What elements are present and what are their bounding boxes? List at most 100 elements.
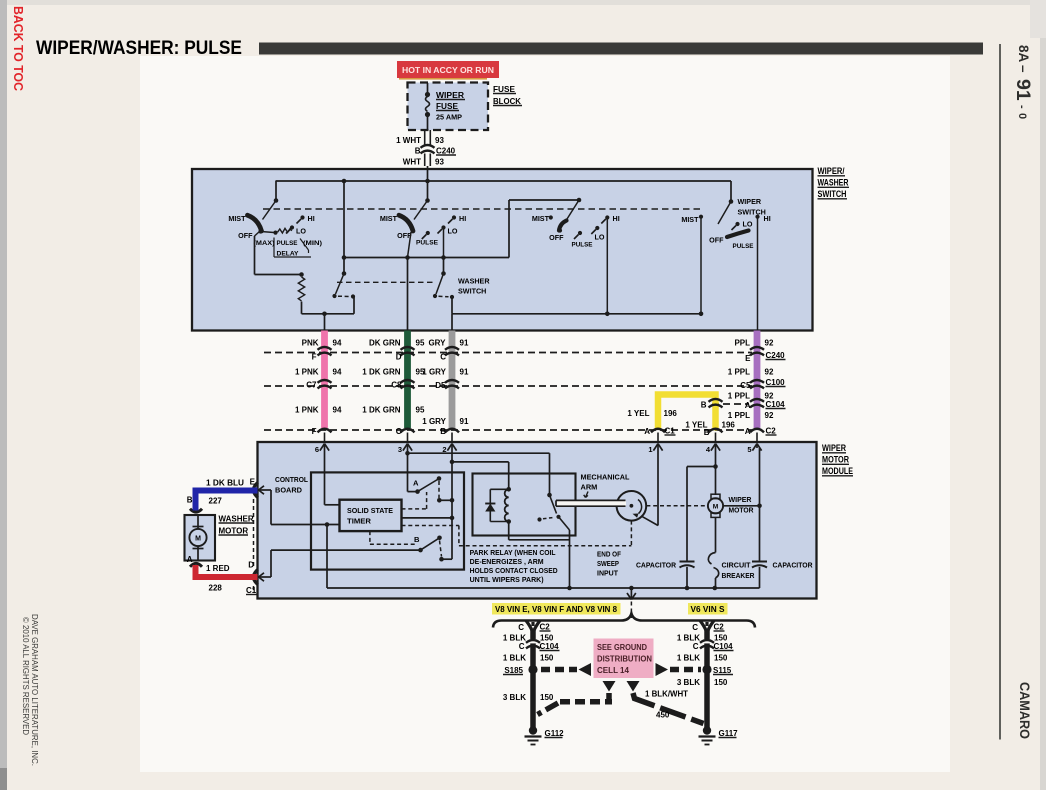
- svg-text:C: C: [693, 642, 699, 651]
- svg-text:3 BLK: 3 BLK: [503, 693, 526, 702]
- svg-text:1 BLK: 1 BLK: [503, 634, 526, 643]
- svg-text:25 AMP: 25 AMP: [436, 115, 462, 122]
- svg-text:8A: 8A: [1016, 45, 1031, 63]
- svg-text:C2: C2: [766, 427, 777, 436]
- svg-text:0: 0: [1016, 113, 1028, 119]
- svg-text:196: 196: [664, 409, 678, 418]
- svg-text:WASHER: WASHER: [219, 515, 254, 524]
- svg-text:BLOCK: BLOCK: [493, 96, 522, 106]
- svg-text:PULSE: PULSE: [572, 242, 593, 249]
- svg-text:SWITCH: SWITCH: [738, 208, 766, 217]
- svg-text:WIPER/: WIPER/: [818, 166, 845, 176]
- svg-text:MIST: MIST: [532, 214, 550, 223]
- svg-text:LO: LO: [595, 233, 605, 242]
- svg-text:E: E: [250, 478, 256, 487]
- svg-text:C240: C240: [766, 351, 786, 360]
- svg-text:C2: C2: [540, 623, 551, 632]
- svg-text:CIRCUIT: CIRCUIT: [722, 561, 751, 570]
- svg-text:3 BLK: 3 BLK: [677, 678, 700, 687]
- svg-text:D5: D5: [435, 381, 446, 390]
- svg-text:1 RED: 1 RED: [206, 564, 230, 573]
- svg-text:CAPACITOR: CAPACITOR: [773, 561, 814, 570]
- svg-text:CONTROL: CONTROL: [275, 475, 308, 484]
- svg-text:MODULE: MODULE: [822, 466, 853, 476]
- svg-text:PARK RELAY (WHEN COIL: PARK RELAY (WHEN COIL: [470, 548, 557, 557]
- svg-text:A: A: [187, 555, 193, 564]
- svg-text:HI: HI: [613, 214, 620, 223]
- svg-text:B: B: [701, 401, 707, 410]
- svg-text:MOTOR: MOTOR: [219, 527, 249, 536]
- svg-text:C104: C104: [766, 400, 786, 409]
- svg-text:WIPER: WIPER: [738, 197, 762, 206]
- svg-text:150: 150: [540, 654, 554, 663]
- svg-text:OFF: OFF: [397, 231, 412, 240]
- svg-text:C: C: [518, 623, 524, 632]
- svg-text:CAPACITOR: CAPACITOR: [636, 561, 677, 570]
- svg-text:WIPER: WIPER: [822, 443, 846, 453]
- svg-text:DISTRIBUTION: DISTRIBUTION: [597, 655, 652, 664]
- svg-text:196: 196: [722, 421, 736, 430]
- svg-text:ARM: ARM: [581, 483, 598, 492]
- svg-text:(MIN): (MIN): [303, 240, 322, 247]
- svg-text:S185: S185: [504, 666, 523, 675]
- svg-text:1 YEL: 1 YEL: [685, 421, 707, 430]
- svg-text:C7: C7: [306, 381, 317, 390]
- svg-text:C: C: [519, 642, 525, 651]
- svg-text:PULSE: PULSE: [277, 240, 298, 247]
- svg-text:92: 92: [765, 339, 774, 348]
- svg-text:92: 92: [765, 392, 774, 401]
- svg-text:150: 150: [714, 678, 728, 687]
- svg-text:227: 227: [209, 497, 223, 506]
- svg-text:B: B: [704, 428, 710, 437]
- svg-text:2: 2: [442, 445, 446, 454]
- svg-text:1 BLK: 1 BLK: [503, 654, 526, 663]
- svg-text:C240: C240: [436, 147, 456, 156]
- svg-text:G112: G112: [545, 729, 565, 738]
- svg-text:1 PPL: 1 PPL: [728, 411, 750, 420]
- svg-text:WIPER/WASHER: PULSE: WIPER/WASHER: PULSE: [36, 37, 242, 59]
- svg-text:1 BLK: 1 BLK: [677, 634, 700, 643]
- svg-text:LO: LO: [296, 227, 306, 236]
- svg-text:V8 VIN E, V8 VIN F AND V8 VIN: V8 VIN E, V8 VIN F AND V8 VIN 8: [495, 605, 618, 614]
- svg-text:94: 94: [333, 368, 342, 377]
- svg-text:B: B: [440, 427, 446, 436]
- svg-text:WIPER: WIPER: [436, 91, 464, 100]
- svg-text:-: -: [1016, 105, 1028, 109]
- svg-text:WASHER: WASHER: [818, 178, 849, 188]
- svg-text:95: 95: [416, 339, 425, 348]
- svg-text:MECHANICAL: MECHANICAL: [581, 473, 630, 482]
- svg-text:M: M: [195, 536, 201, 543]
- svg-text:DE-ENERGIZES , ARM: DE-ENERGIZES , ARM: [470, 557, 544, 566]
- svg-text:C100: C100: [766, 378, 786, 387]
- svg-text:BACK TO TOC: BACK TO TOC: [11, 6, 26, 92]
- svg-text:WHT: WHT: [403, 158, 421, 167]
- svg-text:DELAY: DELAY: [277, 251, 299, 258]
- svg-text:C: C: [396, 427, 402, 436]
- svg-text:MIST: MIST: [228, 214, 246, 223]
- svg-text:END OF: END OF: [597, 550, 621, 559]
- svg-text:150: 150: [714, 634, 728, 643]
- svg-text:1 PPL: 1 PPL: [728, 368, 750, 377]
- svg-text:94: 94: [333, 339, 342, 348]
- svg-text:© 2010 ALL RIGHTS RESERVED: © 2010 ALL RIGHTS RESERVED: [21, 617, 30, 735]
- svg-text:1 GRY: 1 GRY: [422, 368, 446, 377]
- svg-text:D: D: [396, 353, 402, 362]
- svg-text:C2: C2: [714, 623, 725, 632]
- svg-text:6: 6: [315, 445, 319, 454]
- svg-text:(MAX): (MAX): [254, 240, 275, 247]
- svg-text:91: 91: [1012, 79, 1034, 101]
- svg-text:92: 92: [765, 411, 774, 420]
- svg-text:1 DK BLU: 1 DK BLU: [206, 479, 244, 488]
- svg-text:SWITCH: SWITCH: [458, 287, 486, 296]
- svg-text:M: M: [713, 504, 719, 511]
- svg-text:93: 93: [435, 136, 444, 145]
- svg-text:91: 91: [460, 339, 469, 348]
- svg-text:TIMER: TIMER: [347, 517, 372, 526]
- svg-text:S115: S115: [713, 666, 732, 675]
- svg-text:HOLDS CONTACT CLOSED: HOLDS CONTACT CLOSED: [470, 566, 558, 575]
- svg-text:94: 94: [333, 406, 342, 415]
- svg-text:INPUT: INPUT: [597, 569, 618, 578]
- svg-text:E: E: [745, 354, 751, 363]
- svg-text:FUSE: FUSE: [493, 84, 515, 94]
- svg-text:C: C: [440, 353, 446, 362]
